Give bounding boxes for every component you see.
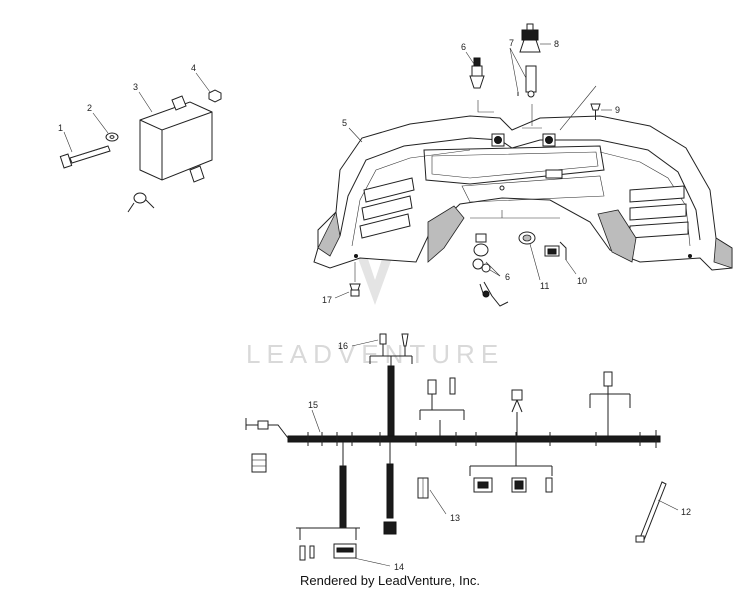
- bulb-part: [519, 23, 541, 53]
- bolt-part: [59, 145, 111, 169]
- nut-part: [208, 89, 222, 103]
- ring-terminal-part: [127, 192, 155, 213]
- fastener-part: [349, 262, 361, 297]
- console-panel-part: [313, 115, 733, 271]
- callout-2: 2: [87, 103, 92, 113]
- callout-3: 3: [133, 82, 138, 92]
- callout-6-bottom: 6: [505, 272, 510, 282]
- tie-strap-part: [635, 481, 667, 543]
- top-switch-part: [469, 57, 494, 113]
- callout-16: 16: [338, 341, 348, 351]
- callout-1: 1: [58, 123, 63, 133]
- callout-13: 13: [450, 513, 460, 523]
- screw-part: [590, 103, 601, 120]
- footer-credit: Rendered by LeadVenture, Inc.: [300, 573, 480, 588]
- callout-11: 11: [540, 281, 549, 291]
- callout-9: 9: [615, 105, 620, 115]
- watermark: LEADVENTURE: [246, 250, 504, 369]
- callout-6-top: 6: [461, 42, 466, 52]
- bulb-socket-part: [517, 65, 542, 129]
- callout-5: 5: [342, 118, 347, 128]
- callout-8: 8: [554, 39, 559, 49]
- callout-7: 7: [509, 38, 514, 48]
- callout-12: 12: [681, 507, 691, 517]
- control-module-part: [139, 95, 213, 183]
- watermark-logo: [355, 250, 395, 305]
- relay-part: [544, 241, 567, 260]
- wiring-harness-part: [245, 333, 661, 561]
- callout-10: 10: [577, 276, 587, 286]
- key-switch-part: [472, 233, 509, 307]
- callout-4: 4: [191, 63, 196, 73]
- callout-14: 14: [394, 562, 404, 572]
- module-assembly: [59, 72, 222, 213]
- grommet-part: [518, 231, 536, 245]
- callout-15: 15: [308, 400, 318, 410]
- watermark-text: LEADVENTURE: [246, 339, 504, 369]
- callout-17: 17: [322, 295, 332, 305]
